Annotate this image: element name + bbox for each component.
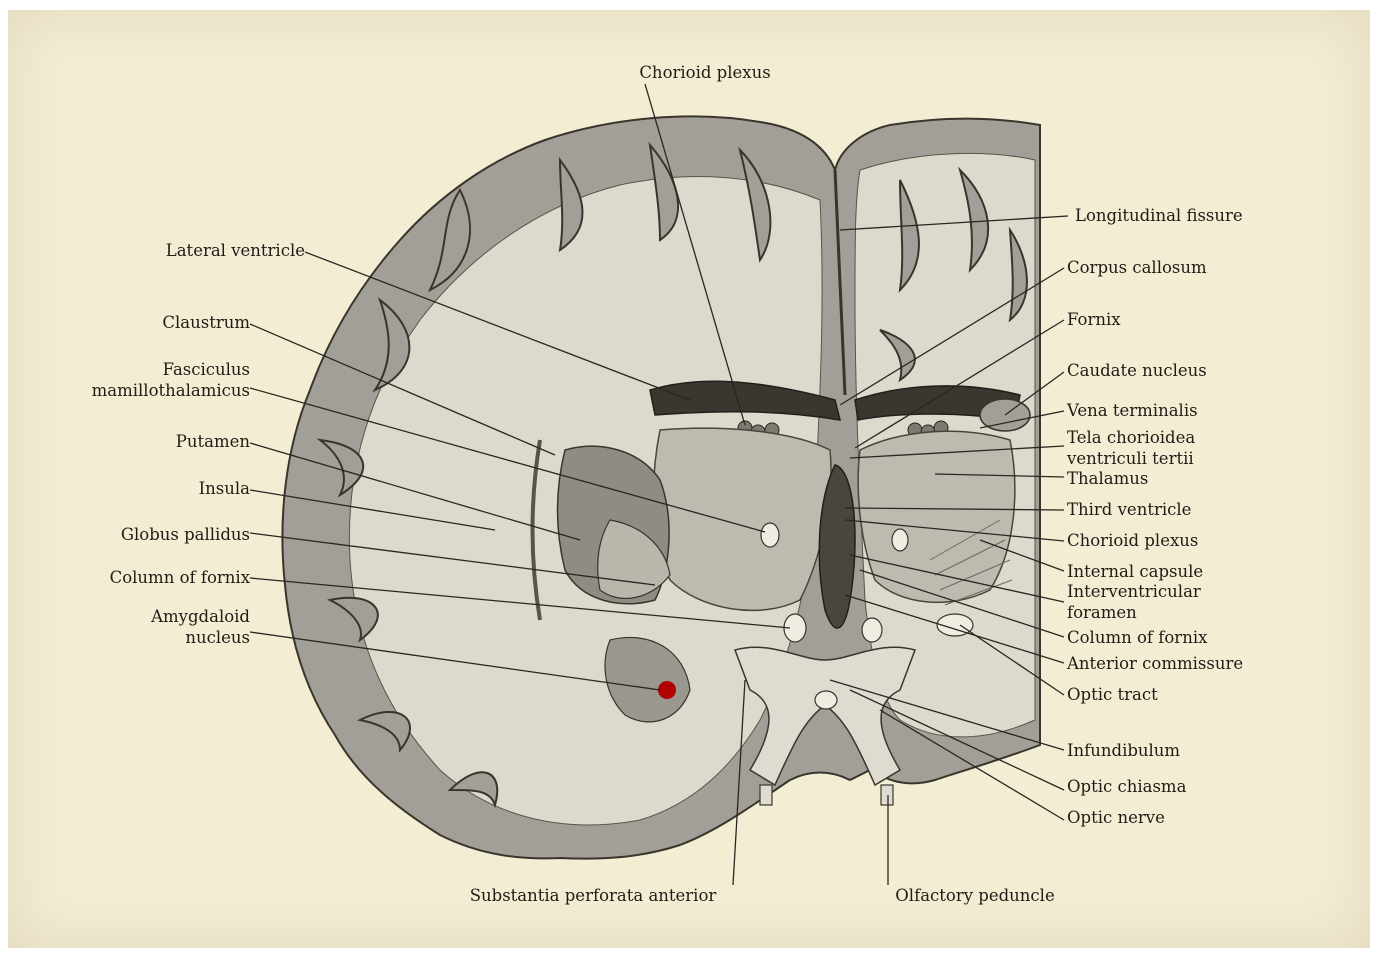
labels-right: Longitudinal fissure Corpus callosum For… (1066, 206, 1243, 827)
label-caudate-nucleus: Caudate nucleus (1067, 361, 1207, 380)
label-corpus-callosum: Corpus callosum (1067, 258, 1207, 277)
label-internal-capsule: Internal capsule (1067, 562, 1203, 581)
label-infundibulum: Infundibulum (1067, 741, 1180, 760)
label-vena-terminalis: Vena terminalis (1066, 401, 1198, 420)
label-column-of-fornix-left: Column of fornix (110, 568, 251, 587)
label-optic-tract: Optic tract (1067, 685, 1158, 704)
label-fasciculus-line1: Fasciculus (163, 360, 250, 379)
label-amygdaloid-line2: nucleus (185, 628, 250, 647)
olfactory-peduncle-stub-right (881, 785, 893, 805)
label-third-ventricle: Third ventricle (1067, 500, 1191, 519)
olfactory-peduncle-stub-left (760, 785, 772, 805)
fasciculus-mamillothalamicus-right (892, 529, 908, 551)
infundibulum-stalk (815, 691, 837, 709)
label-fasciculus-line2: mamillothalamicus (92, 381, 250, 400)
label-anterior-commissure: Anterior commissure (1066, 654, 1243, 673)
labels-top: Chorioid plexus (639, 63, 770, 82)
labels-left: Lateral ventricle Claustrum Fasciculus m… (92, 241, 305, 647)
label-lateral-ventricle: Lateral ventricle (166, 241, 305, 260)
label-tela-line1: Tela chorioidea (1067, 428, 1195, 447)
label-tela-line2: ventriculi tertii (1066, 449, 1194, 468)
label-optic-nerve: Optic nerve (1067, 808, 1165, 827)
label-fornix: Fornix (1067, 310, 1121, 329)
label-thalamus: Thalamus (1067, 469, 1148, 488)
label-interventricular-line1: Interventricular (1067, 582, 1201, 601)
label-substantia-perforata: Substantia perforata anterior (470, 886, 717, 905)
label-putamen: Putamen (176, 432, 251, 451)
label-interventricular-line2: foramen (1067, 603, 1137, 622)
label-olfactory-peduncle: Olfactory peduncle (895, 886, 1054, 905)
label-optic-chiasma: Optic chiasma (1067, 777, 1187, 796)
label-amygdaloid-line1: Amygdaloid (150, 607, 250, 626)
label-globus-pallidus: Globus pallidus (121, 525, 250, 544)
label-column-of-fornix-right: Column of fornix (1067, 628, 1208, 647)
thalamus-left (653, 428, 831, 610)
label-insula: Insula (199, 479, 251, 498)
column-of-fornix-right (862, 618, 882, 642)
label-claustrum: Claustrum (162, 313, 250, 332)
fasciculus-mamillothalamicus (761, 523, 779, 547)
label-longitudinal-fissure: Longitudinal fissure (1075, 206, 1243, 225)
highlight-marker (658, 681, 676, 699)
label-chorioid-plexus-top: Chorioid plexus (639, 63, 770, 82)
brain-section (282, 116, 1040, 858)
label-chorioid-plexus-right: Chorioid plexus (1067, 531, 1198, 550)
labels-bottom: Substantia perforata anterior Olfactory … (470, 886, 1055, 905)
